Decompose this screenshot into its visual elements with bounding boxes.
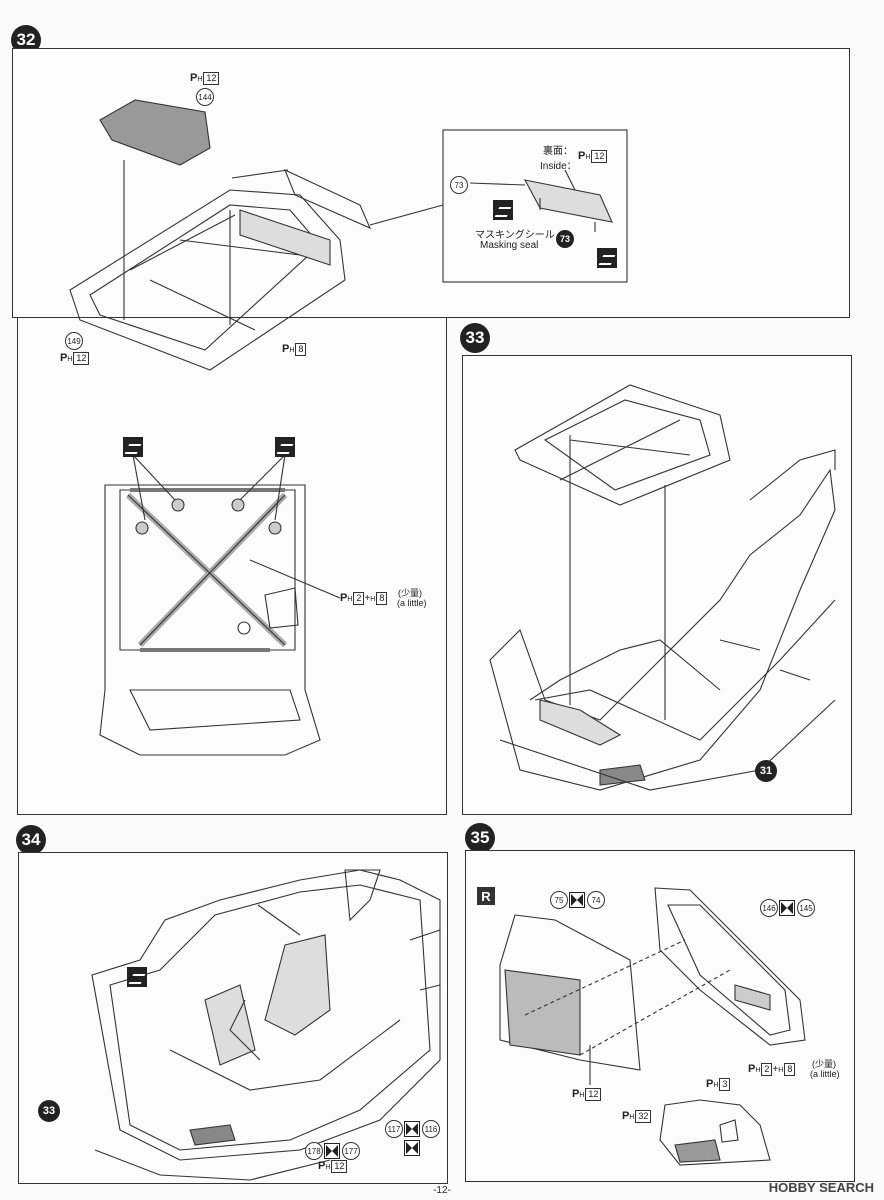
page-number: -12-: [433, 1185, 451, 1196]
step-number-34: 34: [16, 825, 46, 855]
decal-icon: [275, 437, 295, 457]
part-145: 145: [797, 899, 815, 917]
masking-seal-en: Masking seal: [480, 240, 539, 251]
step-33-panel: [462, 355, 852, 815]
part-146: 146: [760, 899, 778, 917]
bow-tie-icon: [569, 892, 585, 908]
part-149: 149: [65, 332, 83, 350]
part-31: 31: [755, 760, 777, 782]
a-little-en-s35: (a little): [810, 1069, 840, 1079]
inside-label-jp: 裏面：: [543, 146, 573, 157]
part-33: 33: [38, 1100, 60, 1122]
part-177: 177: [342, 1142, 360, 1160]
part-73: 73: [450, 176, 468, 194]
step-32-upper-panel: [12, 48, 850, 318]
masking-seal-jp: マスキングシール: [475, 230, 555, 241]
step-number-33: 33: [460, 323, 490, 353]
decal-icon: [123, 437, 143, 457]
inside-label-en: Inside：: [540, 161, 577, 172]
a-little-jp-s35: (少量): [812, 1059, 836, 1069]
part-144: 144: [196, 88, 214, 106]
part-178: 178: [305, 1142, 323, 1160]
bow-tie-icon: [779, 900, 795, 916]
decal-icon: [597, 248, 617, 268]
part-117: 117: [385, 1120, 403, 1138]
decal-icon: [127, 967, 147, 987]
r-side-label: R: [477, 887, 495, 905]
decal-icon: [493, 200, 513, 220]
part-73-black: 73: [556, 230, 574, 248]
part-116: 116: [422, 1120, 440, 1138]
bow-tie-icon: [324, 1143, 340, 1159]
step-34-panel: [18, 852, 448, 1184]
part-75: 75: [550, 891, 568, 909]
a-little-jp: (少量): [398, 588, 422, 598]
step-number-35: 35: [465, 823, 495, 853]
a-little-en: (a little): [397, 598, 427, 608]
watermark: HOBBY SEARCH: [768, 1180, 874, 1195]
step-35-panel: [465, 850, 855, 1182]
glue-icon: [404, 1140, 420, 1156]
bow-tie-icon: [404, 1121, 420, 1137]
part-74: 74: [587, 891, 605, 909]
step-32-lower-panel: [17, 318, 447, 815]
